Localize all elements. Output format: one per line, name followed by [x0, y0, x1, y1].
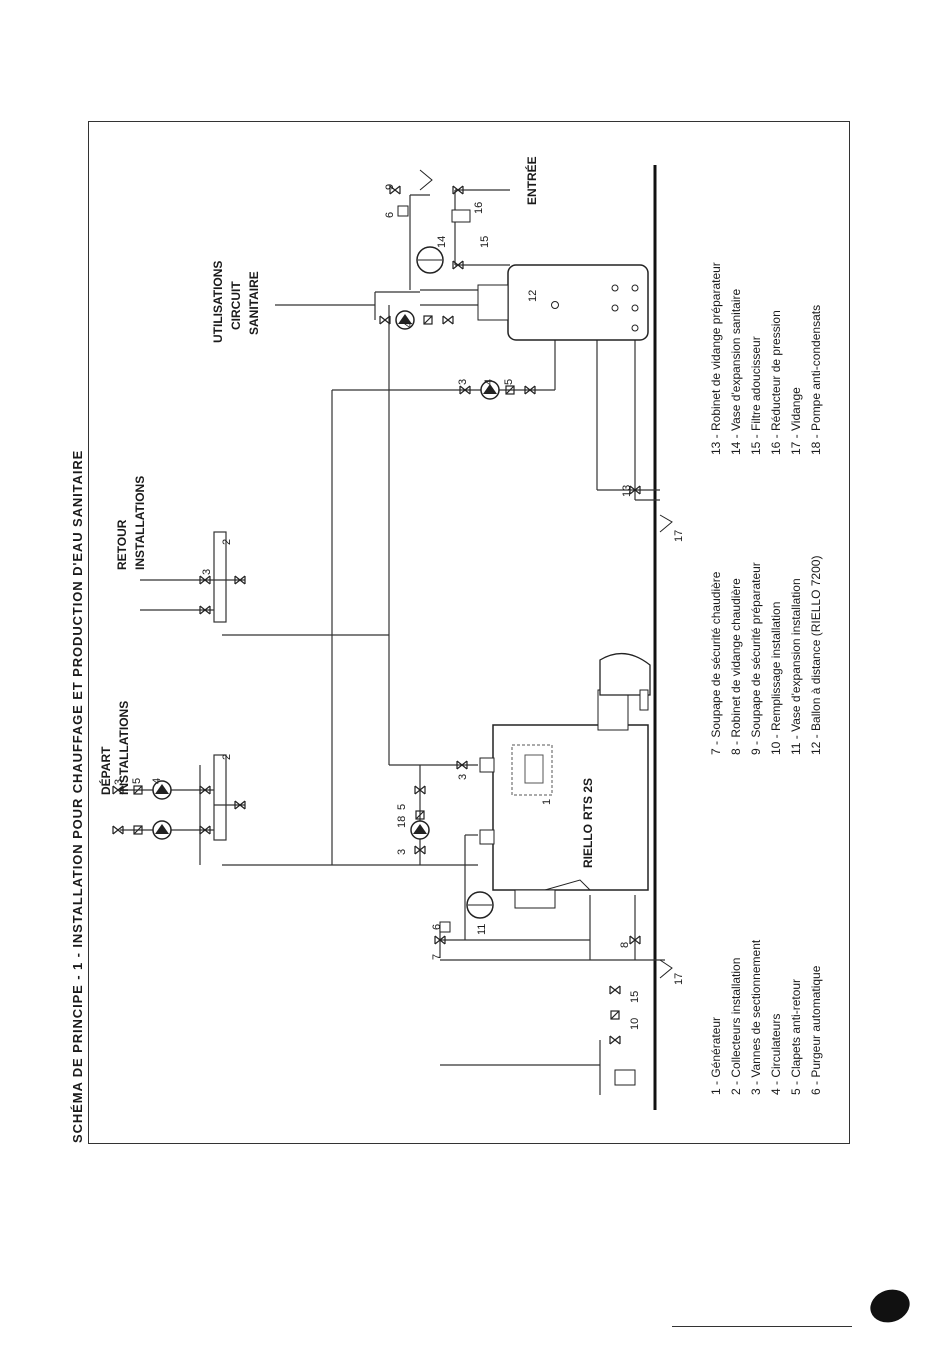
- generator-model: RTS 2S: [581, 778, 595, 820]
- callout-7: 7: [431, 954, 443, 960]
- callout-6: 6: [384, 212, 396, 218]
- callout-4c: 4: [403, 322, 415, 328]
- callout-8: 8: [619, 942, 631, 948]
- callout-1: 1: [541, 799, 553, 805]
- callout-5: 5: [131, 778, 143, 784]
- callout-2: 2: [221, 754, 233, 760]
- callout-16: 16: [473, 202, 485, 214]
- section-labels: DÉPART INSTALLATIONS RETOUR INSTALLATION…: [98, 156, 595, 868]
- footer-rule: [672, 1326, 852, 1327]
- legend-item: 8 - Robinet de vidange chaudière: [729, 578, 743, 755]
- callout-11: 11: [476, 924, 488, 935]
- entree-label: ENTRÉE: [524, 156, 539, 205]
- legend-item: 5 - Clapets anti-retour: [789, 979, 803, 1095]
- legend-item: 18 - Pompe anti-condensats: [809, 305, 823, 455]
- legend-item: 4 - Circulateurs: [769, 1014, 783, 1095]
- fittings: [112, 169, 673, 1086]
- callout-6b: 6: [431, 924, 443, 930]
- legend-item: 9 - Soupape de sécurité préparateur: [749, 562, 763, 755]
- callout-15: 15: [479, 236, 491, 248]
- callout-5b: 5: [503, 379, 515, 385]
- legend-item: 11 - Vase d'expansion installation: [789, 578, 803, 755]
- callout-4b: 4: [483, 379, 495, 385]
- callout-3c: 3: [396, 849, 408, 855]
- callout-3: 3: [113, 779, 125, 785]
- legend-item: 17 - Vidange: [789, 387, 803, 455]
- callout-10: 10: [629, 1018, 641, 1030]
- retour-label-2: INSTALLATIONS: [133, 476, 147, 570]
- utilisations-label-3: SANITAIRE: [247, 271, 261, 335]
- callout-17b: 17: [673, 973, 685, 985]
- legend-item: 15 - Filtre adoucisseur: [749, 336, 763, 455]
- generator-boiler: [479, 653, 651, 909]
- callout-numbers: 1 2 2 3 3 3 3 3 4 4 4 5 5 5 6 6 7 8 9 10…: [113, 184, 685, 1030]
- utilisations-label-2: CIRCUIT: [229, 281, 243, 330]
- legend-item: 16 - Réducteur de pression: [769, 310, 783, 455]
- callout-9: 9: [384, 184, 396, 190]
- callout-13: 13: [621, 485, 633, 497]
- callout-3e: 3: [457, 379, 469, 385]
- legend-item: 3 - Vannes de sectionnement: [749, 939, 763, 1095]
- legend-item: 13 - Robinet de vidange préparateur: [709, 262, 723, 455]
- legend-item: 14 - Vase d'expansion sanitaire: [729, 289, 743, 455]
- retour-label-1: RETOUR: [115, 519, 129, 570]
- legend-item: 12 - Ballon à distance (RIELLO 7200): [809, 556, 823, 755]
- callout-3d: 3: [457, 774, 469, 780]
- legend-item: 1 - Générateur: [709, 1017, 723, 1095]
- legend-item: 2 - Collecteurs installation: [729, 958, 743, 1095]
- callout-12: 12: [527, 290, 539, 302]
- legend-item: 7 - Soupape de sécurité chaudière: [709, 571, 723, 755]
- callout-5c: 5: [396, 804, 408, 810]
- callout-3b: 3: [201, 569, 213, 575]
- sanitary-tank: [477, 264, 649, 341]
- diagram-frame: [88, 121, 850, 1144]
- callout-15b: 15: [629, 991, 641, 1003]
- callout-18: 18: [396, 816, 408, 828]
- callout-4: 4: [151, 778, 163, 784]
- callout-17: 17: [673, 530, 685, 542]
- legend-item: 10 - Remplissage installation: [769, 602, 783, 755]
- legend: 1 - Générateur 2 - Collecteurs installat…: [709, 262, 823, 1095]
- callout-2b: 2: [221, 539, 233, 545]
- legend-item: 6 - Purgeur automatique: [809, 965, 823, 1095]
- depart-label-2: INSTALLATIONS: [117, 701, 131, 795]
- utilisations-label-1: UTILISATIONS: [211, 261, 225, 343]
- generator-brand: RIELLO: [581, 824, 595, 868]
- depart-label-1: DÉPART: [98, 746, 113, 795]
- callout-14: 14: [436, 236, 448, 248]
